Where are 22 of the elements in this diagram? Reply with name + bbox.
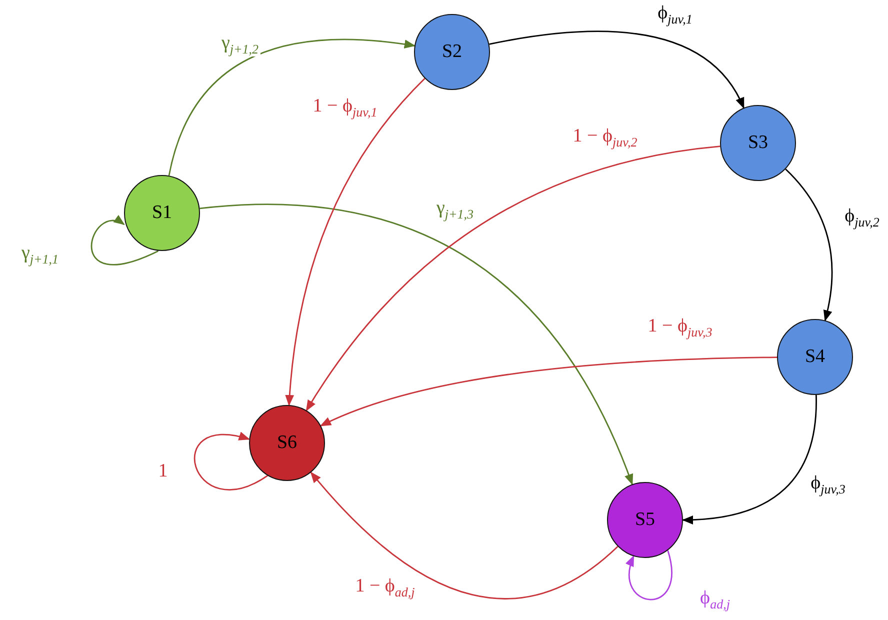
edge-label: ϕ$_{juv,2}$ — [842, 206, 882, 230]
arrow — [285, 78, 426, 406]
arrow — [194, 432, 268, 490]
edge-label: ϕ$_{juv,3}$ — [808, 473, 848, 497]
state-label: S4 — [804, 346, 826, 368]
arrow — [310, 472, 618, 600]
arrow — [320, 356, 778, 426]
arrow — [200, 204, 633, 486]
arrow — [682, 394, 817, 524]
state-label: S3 — [748, 132, 768, 154]
state-label: S1 — [152, 202, 172, 224]
state-label: S6 — [276, 432, 298, 454]
arrow — [785, 168, 833, 322]
state-label: S5 — [634, 509, 656, 531]
edge-label: ϕ$_{ad,j}$ — [698, 588, 732, 612]
arrow — [626, 550, 672, 600]
arrow — [306, 146, 720, 412]
arrow — [168, 38, 416, 176]
arrow — [489, 30, 744, 109]
state-circle — [249, 405, 325, 481]
state-label: S2 — [442, 41, 462, 63]
arrow — [90, 216, 158, 266]
